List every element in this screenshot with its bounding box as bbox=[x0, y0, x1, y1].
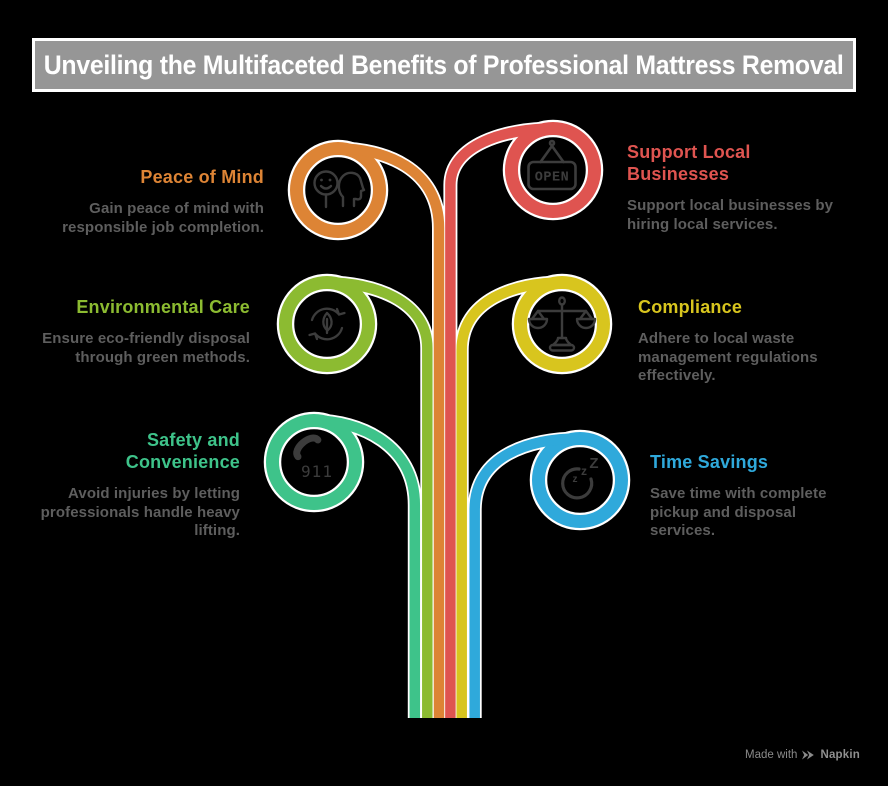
benefit-time-savings: Time Savings Save time with complete pic… bbox=[650, 451, 882, 541]
benefit-compliance: Compliance Adhere to local waste managem… bbox=[638, 296, 870, 386]
branch-ring bbox=[532, 432, 628, 528]
sleep-z-large: Z bbox=[589, 455, 598, 472]
branch-stem bbox=[337, 143, 445, 718]
benefit-support-local-businesses: Support Local Businesses Support local b… bbox=[627, 141, 859, 234]
branch-stem bbox=[313, 415, 421, 718]
title-bar: Unveiling the Multifaceted Benefits of P… bbox=[32, 38, 856, 92]
sleep-z-small: z bbox=[573, 474, 578, 485]
benefit-heading: Compliance bbox=[638, 297, 743, 317]
benefit-description: Avoid injuries by letting professionals … bbox=[40, 485, 240, 539]
recycle-leaf-icon bbox=[308, 307, 346, 341]
benefit-heading: Peace of Mind bbox=[140, 167, 264, 187]
benefit-peace-of-mind: Peace of Mind Gain peace of mind with re… bbox=[32, 166, 264, 237]
benefit-description: Save time with complete pickup and dispo… bbox=[650, 485, 827, 539]
branch-stem bbox=[456, 277, 563, 718]
sleep-clock-icon: z z Z bbox=[561, 455, 599, 500]
emergency-phone-text: 911 bbox=[301, 462, 333, 481]
benefit-description: Gain peace of mind with responsible job … bbox=[62, 200, 264, 236]
branch-stems bbox=[313, 123, 581, 718]
emergency-phone-icon: 911 bbox=[293, 434, 333, 481]
benefit-heading: Environmental Care bbox=[76, 297, 250, 317]
made-with-napkin-credit[interactable]: Made with Napkin bbox=[745, 749, 860, 761]
benefit-heading: Support Local Businesses bbox=[627, 142, 751, 184]
benefit-heading: Safety and Convenience bbox=[125, 430, 240, 472]
made-with-label: Made with bbox=[745, 749, 798, 761]
justice-scales-icon bbox=[527, 296, 597, 352]
branch-stem bbox=[326, 277, 433, 718]
benefit-environmental-care: Environmental Care Ensure eco-friendly d… bbox=[18, 296, 250, 367]
open-sign-icon: OPEN bbox=[527, 139, 577, 191]
open-sign-text: OPEN bbox=[535, 171, 569, 186]
benefit-safety-and-convenience: Safety and Convenience Avoid injuries by… bbox=[8, 429, 240, 541]
branch-stem bbox=[445, 123, 554, 718]
sleep-z-medium: z bbox=[581, 464, 587, 478]
benefit-description: Ensure eco-friendly disposal through gre… bbox=[42, 330, 250, 366]
head-smiley-icon bbox=[313, 170, 366, 209]
branch-ring bbox=[290, 142, 386, 238]
branch-stem bbox=[469, 433, 581, 718]
benefit-description: Adhere to local waste management regulat… bbox=[638, 330, 818, 384]
page-title: Unveiling the Multifaceted Benefits of P… bbox=[44, 49, 844, 80]
napkin-logo-icon bbox=[802, 750, 815, 760]
benefit-heading: Time Savings bbox=[650, 452, 769, 472]
benefit-description: Support local businesses by hiring local… bbox=[627, 197, 834, 233]
napkin-brand-label: Napkin bbox=[820, 749, 860, 761]
